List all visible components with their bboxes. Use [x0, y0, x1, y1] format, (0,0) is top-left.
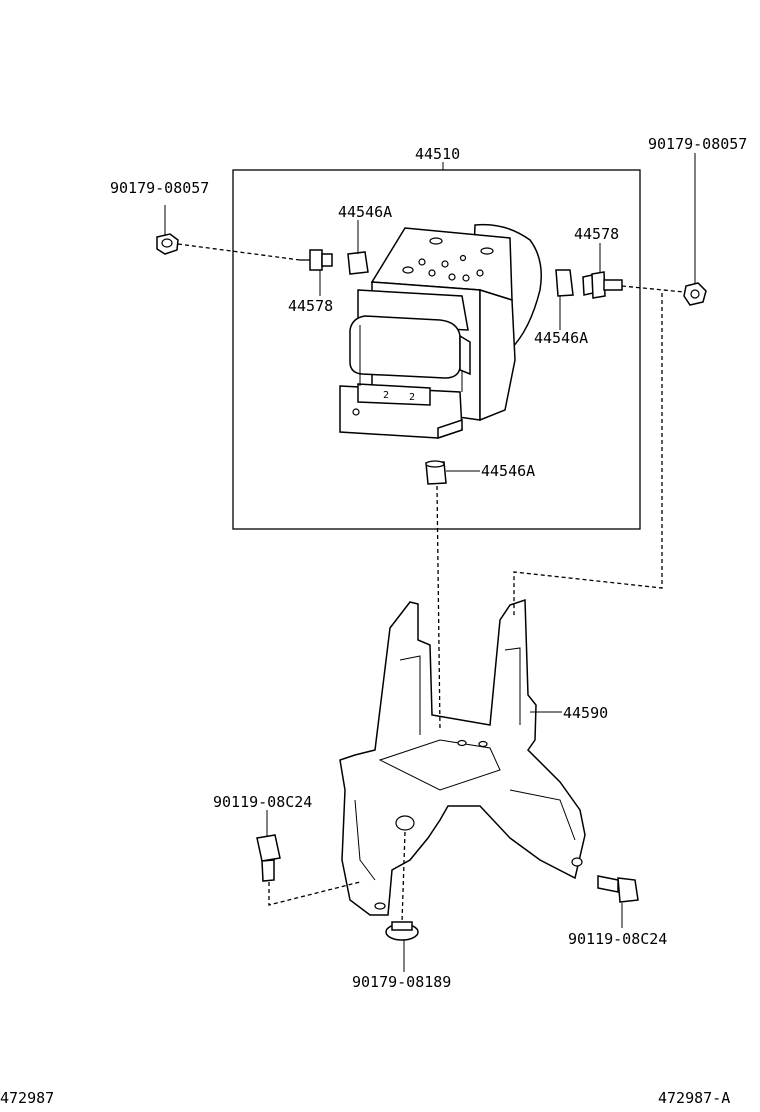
bolt-left [256, 834, 281, 882]
bolt-right [597, 875, 639, 903]
cushion-right [555, 269, 574, 297]
label-nut-top-left: 90179-08057 [110, 179, 209, 197]
svg-text:2: 2 [383, 390, 389, 401]
footer-left-code: 472987 [0, 1089, 54, 1107]
label-bracket: 44590 [563, 704, 608, 722]
footer-right-code: 472987-A [658, 1089, 730, 1107]
label-actuator-assy: 44510 [415, 145, 460, 163]
abs-actuator-unit: 2 2 [339, 223, 542, 440]
label-nut-bottom: 90179-08189 [352, 973, 451, 991]
cushion-upper-left [347, 251, 369, 275]
label-cushion-upper-left: 44546A [338, 203, 392, 221]
label-bolt-right: 90119-08C24 [568, 930, 667, 948]
actuator-assembly-frame [232, 169, 641, 530]
label-bolt-left: 90119-08C24 [213, 793, 312, 811]
label-cushion-right: 44546A [534, 329, 588, 347]
stud-right [582, 271, 623, 299]
nut-top-right [683, 282, 707, 306]
cushion-bottom [425, 460, 447, 485]
label-stud-right: 44578 [574, 225, 619, 243]
label-stud-left: 44578 [288, 297, 333, 315]
stud-left [300, 249, 333, 271]
nut-bottom [385, 921, 419, 941]
label-nut-top-right: 90179-08057 [648, 135, 747, 153]
mounting-bracket [339, 598, 586, 916]
svg-text:2: 2 [409, 392, 415, 403]
nut-top-left [156, 233, 179, 255]
label-cushion-bottom: 44546A [481, 462, 535, 480]
